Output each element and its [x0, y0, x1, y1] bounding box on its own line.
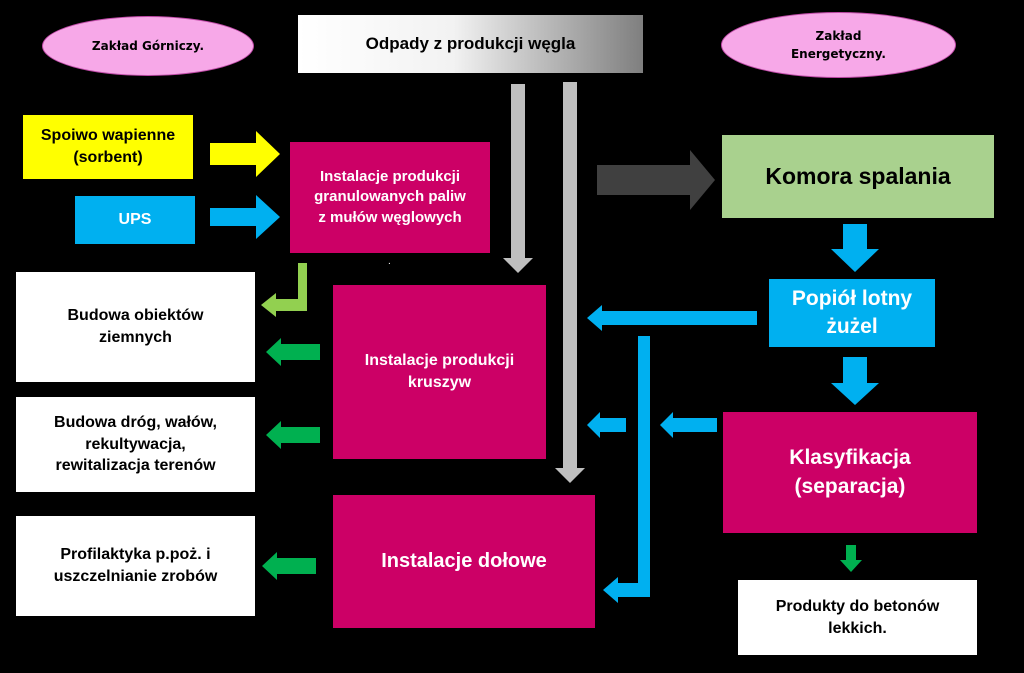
zaklad-gorniczy-label: Zakład Górniczy.	[42, 16, 254, 76]
komora-text: Komora spalania	[765, 162, 951, 189]
granulowane-box: Instalacje produkcji granulowanych paliw…	[290, 142, 490, 253]
arrow-dolowe-to-profilaktyka	[262, 552, 316, 580]
spoiwo-text: Spoiwo wapienne (sorbent)	[40, 127, 176, 166]
odpady-box: Odpady z produkcji węgla	[298, 15, 643, 73]
dolowe-text: Instalacje dołowe	[381, 550, 547, 572]
arrow-spoiwo-to-granulowane	[210, 131, 280, 177]
budowa-obiektow-text: Budowa obiektów ziemnych	[67, 307, 204, 346]
arrow-ups-to-granulowane	[210, 195, 280, 239]
ups-text: UPS	[118, 211, 152, 229]
arrow-popiol-to-klasyfikacja	[831, 357, 879, 405]
kruszywa-box: Instalacje produkcji kruszyw	[333, 285, 546, 459]
klasyfikacja-text: Klasyfikacja (separacja)	[789, 446, 911, 498]
arrow-granulowane-to-komora	[597, 150, 715, 210]
zaklad-energetyczny-label: Zakład Energetyczny.	[721, 12, 956, 78]
budowa-drog-box: Budowa dróg, wałów, rekultywacja, rewita…	[16, 397, 255, 492]
arrow-klasyfikacja-to-produkty	[840, 545, 862, 572]
profilaktyka-text: Profilaktyka p.poż. i uszczelnianie zrob…	[53, 546, 218, 585]
popiol-text: Popiół lotny żużel	[791, 286, 913, 338]
profilaktyka-box: Profilaktyka p.poż. i uszczelnianie zrob…	[16, 516, 255, 616]
popiol-box: Popiół lotny żużel	[769, 279, 935, 347]
spoiwo-box: Spoiwo wapienne (sorbent)	[23, 115, 193, 179]
arrow-komora-to-popiol	[831, 224, 879, 272]
budowa-drog-text: Budowa dróg, wałów, rekultywacja, rewita…	[54, 414, 217, 475]
arrow-klasyfikacja-to-dolowe	[660, 412, 717, 438]
arrow-to-kruszywa-small	[587, 412, 626, 438]
kruszywa-text: Instalacje produkcji kruszyw	[364, 352, 515, 391]
arrow-popiol-to-dolowe	[603, 336, 650, 603]
arrow-odpady-to-dolowe	[555, 82, 585, 483]
dolowe-box: Instalacje dołowe	[333, 495, 595, 628]
granulowane-text: Instalacje produkcji granulowanych paliw…	[314, 168, 466, 226]
arrow-granulowane-to-budowa-obiektow	[261, 263, 307, 317]
budowa-obiektow-box: Budowa obiektów ziemnych	[16, 272, 255, 382]
arrow-popiol-to-kruszywa	[587, 305, 757, 331]
arrow-kruszywa-to-budowa-obiektow	[266, 338, 320, 366]
arrow-odpady-to-kruszywa	[503, 84, 533, 273]
zaklad-gorniczy-text: Zakład Górniczy.	[91, 39, 205, 53]
stray-dot: .	[388, 256, 391, 267]
produkty-box: Produkty do betonów lekkich.	[738, 580, 977, 655]
zaklad-energetyczny-text: Zakład Energetyczny.	[790, 29, 886, 61]
klasyfikacja-box: Klasyfikacja (separacja)	[723, 412, 977, 533]
odpady-text: Odpady z produkcji węgla	[365, 33, 576, 53]
komora-box: Komora spalania	[722, 135, 994, 218]
arrow-kruszywa-to-budowa-drog	[266, 421, 320, 449]
produkty-text: Produkty do betonów lekkich.	[775, 597, 940, 637]
ups-box: UPS	[75, 196, 195, 244]
